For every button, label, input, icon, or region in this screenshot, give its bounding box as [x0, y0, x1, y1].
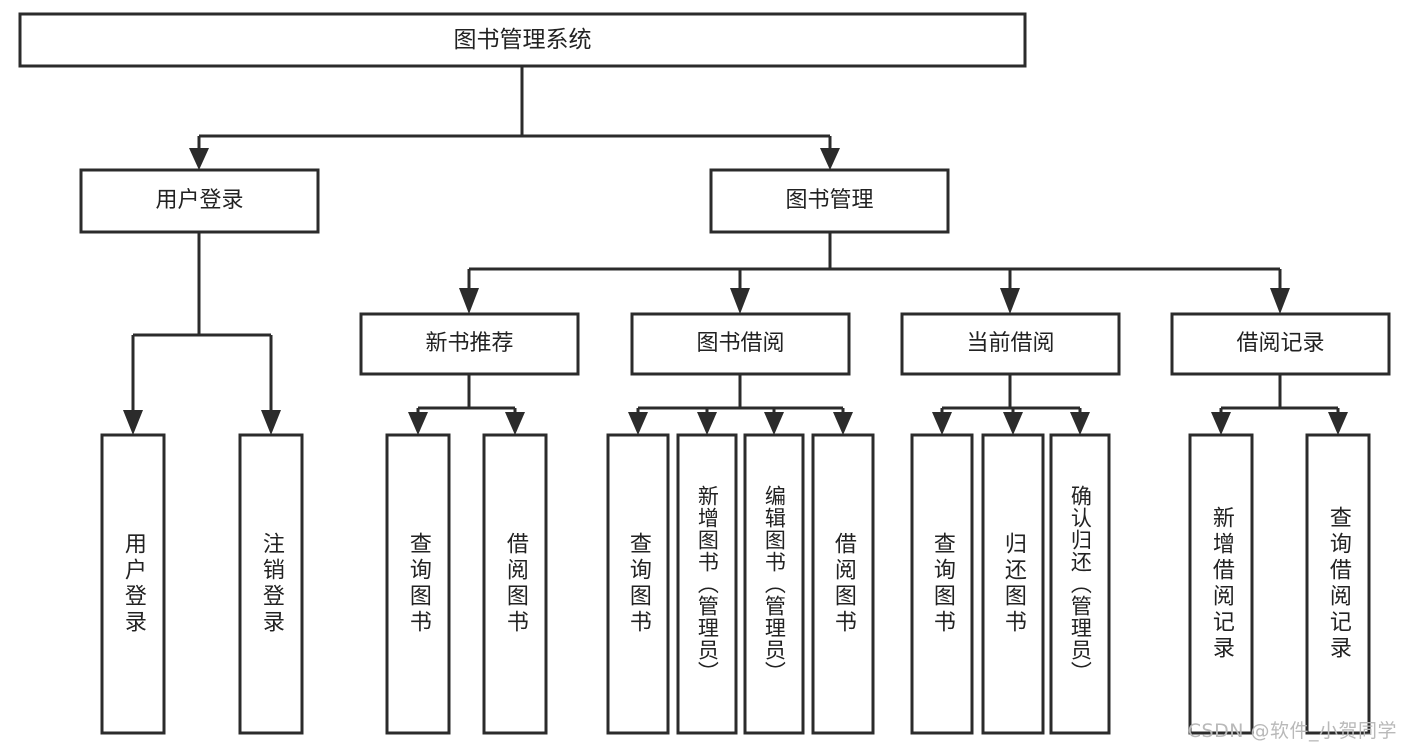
leaf-box-edit-book-admin[interactable] [743, 433, 805, 735]
leaf-box-query-book-1[interactable] [385, 433, 451, 735]
box-user-login[interactable] [79, 168, 320, 234]
leaf-box-add-book-admin[interactable] [676, 433, 738, 735]
leaf-box-user-login[interactable] [100, 433, 166, 735]
connector-user-login-to-leaves [123, 232, 281, 435]
leaf-box-add-borrow-record[interactable] [1188, 433, 1254, 735]
leaf-box-borrow-book-2[interactable] [811, 433, 875, 735]
leaf-box-query-book-2[interactable] [606, 433, 670, 735]
leaf-box-query-borrow-record[interactable] [1305, 433, 1371, 735]
connector-current-borrow-to-leaves [932, 374, 1090, 435]
connector-new-book-recommend-to-leaves [408, 374, 525, 435]
box-borrow-record[interactable] [1170, 312, 1391, 376]
leaf-box-borrow-book-1[interactable] [482, 433, 548, 735]
connector-borrow-record-to-leaves [1211, 374, 1348, 435]
leaf-box-return-book[interactable] [981, 433, 1045, 735]
connector-book-management-to-level3 [459, 232, 1290, 314]
connector-book-borrow-to-leaves [628, 374, 853, 435]
box-book-borrow[interactable] [630, 312, 851, 376]
box-new-book-recommend[interactable] [359, 312, 580, 376]
leaf-box-confirm-return-admin[interactable] [1049, 433, 1111, 735]
box-book-management[interactable] [709, 168, 950, 234]
box-current-borrow[interactable] [900, 312, 1121, 376]
leaf-box-logout[interactable] [238, 433, 304, 735]
leaf-box-query-book-3[interactable] [910, 433, 974, 735]
box-root[interactable] [18, 12, 1027, 68]
watermark-text: CSDN @软件_小贺同学 [1187, 720, 1397, 742]
connector-root-to-level2 [189, 66, 840, 170]
